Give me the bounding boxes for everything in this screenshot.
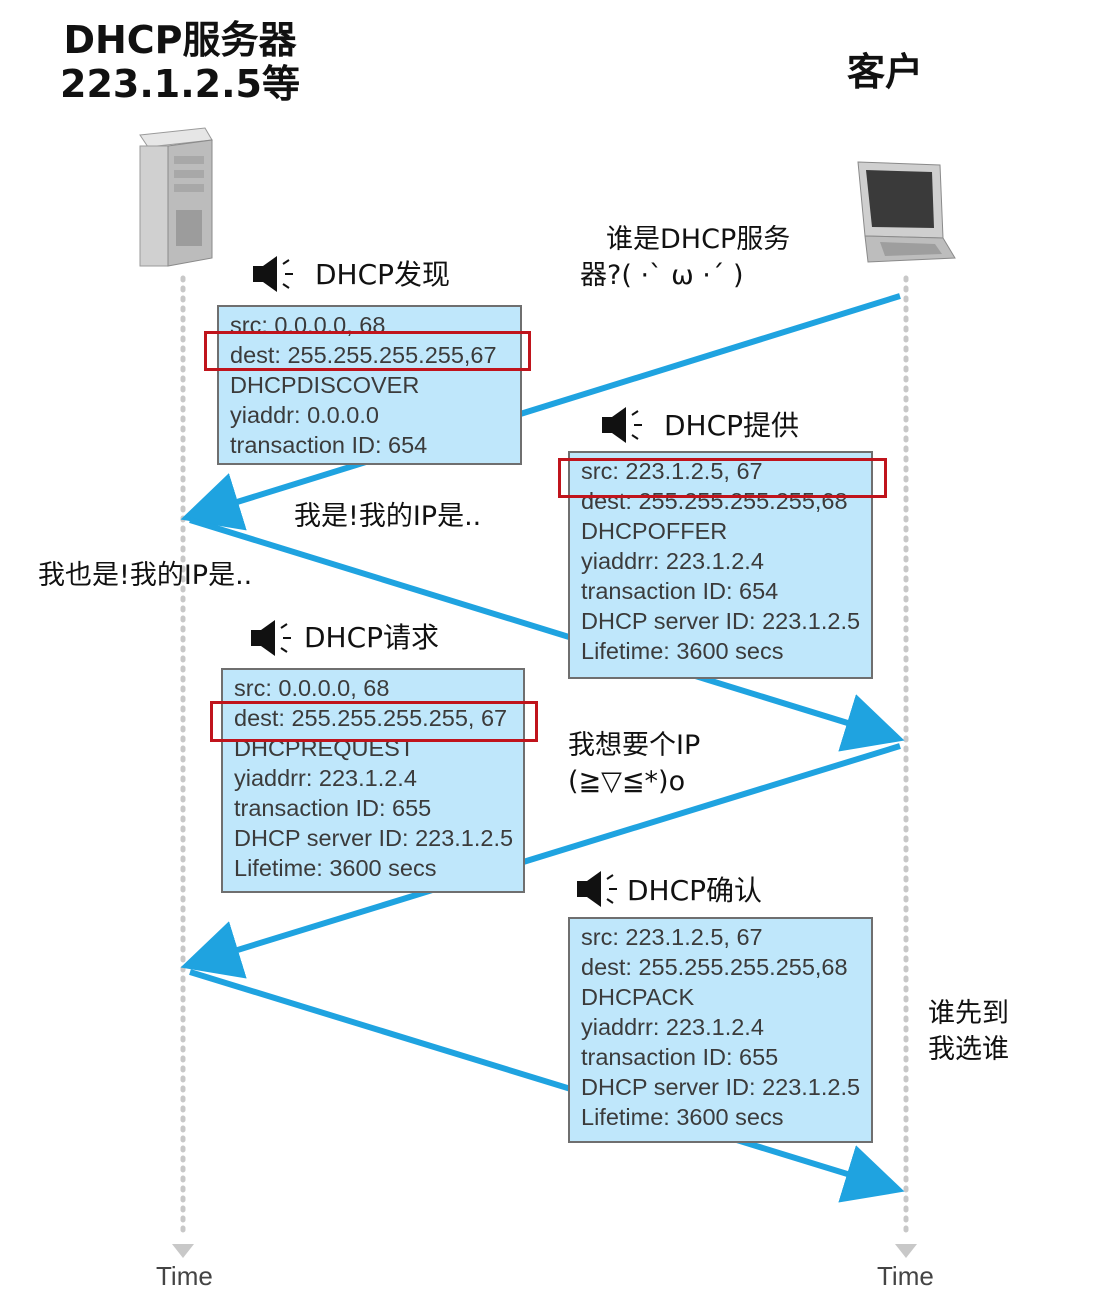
speaker-icon (251, 620, 291, 656)
ack-arrow (189, 969, 905, 1203)
message-field: Lifetime: 3600 secs (581, 638, 784, 664)
server-tower-icon (139, 127, 213, 267)
client-time-arrowhead (895, 1244, 917, 1258)
message-field: DHCP server ID: 223.1.2.5 (581, 1074, 861, 1100)
message-field: src: 223.1.2.5, 67 (581, 924, 763, 950)
want-ip-line1: 我想要个IP (568, 730, 701, 761)
offer-arrow (189, 517, 905, 752)
offer-src-highlight (558, 458, 887, 498)
message-field: transaction ID: 655 (234, 795, 432, 821)
who-is-server-note: 谁是DHCP服务 器?( ·` ω ·´ ) (580, 222, 790, 294)
message-field: DHCPACK (581, 984, 695, 1010)
message-field: dest: 255.255.255.255,68 (581, 954, 848, 980)
request-message-box: src: 0.0.0.0, 68 dest: 255.255.255.255, … (221, 668, 525, 893)
message-field: DHCPOFFER (581, 518, 728, 544)
me-too-note: 我也是!我的IP是.. (38, 560, 253, 591)
message-field: DHCPDISCOVER (230, 372, 420, 398)
speaker-icon (602, 407, 642, 443)
message-field: Lifetime: 3600 secs (581, 1104, 784, 1130)
laptop-icon (857, 161, 956, 263)
message-field: yiaddrr: 223.1.2.4 (234, 765, 417, 791)
message-field: transaction ID: 654 (230, 432, 428, 458)
message-field: yiaddrr: 223.1.2.4 (581, 548, 764, 574)
message-field: Lifetime: 3600 secs (234, 855, 437, 881)
first-wins-line2: 我选谁 (928, 1034, 1009, 1065)
message-field: dest: 255.255.255.255,67 (230, 342, 497, 368)
client-title: 客户 (846, 50, 923, 94)
speaker-icon (577, 871, 617, 907)
request-arrow (180, 743, 901, 979)
speaker-icon (253, 256, 293, 292)
request-dest-highlight (210, 701, 538, 742)
client-time-label: Time (877, 1261, 934, 1291)
message-field: dest: 255.255.255.255,68 (581, 488, 848, 514)
message-field: yiaddr: 0.0.0.0 (230, 402, 379, 428)
ack-message-box: src: 223.1.2.5, 67 dest: 255.255.255.255… (568, 917, 873, 1143)
message-field: src: 0.0.0.0, 68 (234, 675, 390, 701)
server-title-line2: 223.1.2.5等 (60, 62, 300, 106)
want-ip-line2: (≧▽≦*)o (568, 766, 686, 797)
message-field: DHCP server ID: 223.1.2.5 (234, 825, 514, 851)
message-field: transaction ID: 654 (581, 578, 779, 604)
server-title-line1: DHCP服务器 (63, 18, 297, 62)
first-wins-line1: 谁先到 (928, 998, 1009, 1029)
ack-label: DHCP确认 (627, 874, 763, 907)
discover-label: DHCP发现 (315, 258, 451, 291)
me-my-ip-note: 我是!我的IP是.. (294, 501, 482, 532)
first-wins-note: 谁先到 我选谁 (928, 996, 1009, 1068)
discover-dest-highlight (204, 331, 531, 371)
message-field: src: 223.1.2.5, 67 (581, 458, 763, 484)
message-field: transaction ID: 655 (581, 1044, 779, 1070)
offer-message-box: src: 223.1.2.5, 67 dest: 255.255.255.255… (568, 451, 873, 679)
server-title: DHCP服务器 223.1.2.5等 (30, 18, 330, 106)
who-is-server-line2: 器?( ·` ω ·´ ) (580, 260, 744, 291)
want-ip-note: 我想要个IP (≧▽≦*)o (568, 728, 700, 800)
request-label: DHCP请求 (304, 621, 440, 654)
offer-label: DHCP提供 (664, 409, 800, 442)
who-is-server-line1: 谁是DHCP服务 (606, 224, 791, 255)
message-field: yiaddrr: 223.1.2.4 (581, 1014, 764, 1040)
message-field: DHCP server ID: 223.1.2.5 (581, 608, 861, 634)
server-time-label: Time (156, 1261, 213, 1291)
server-time-arrowhead (172, 1244, 194, 1258)
discover-arrow (180, 293, 901, 531)
discover-message-box: src: 0.0.0.0, 68 dest: 255.255.255.255,6… (217, 305, 522, 465)
message-field: dest: 255.255.255.255, 67 (234, 705, 508, 731)
